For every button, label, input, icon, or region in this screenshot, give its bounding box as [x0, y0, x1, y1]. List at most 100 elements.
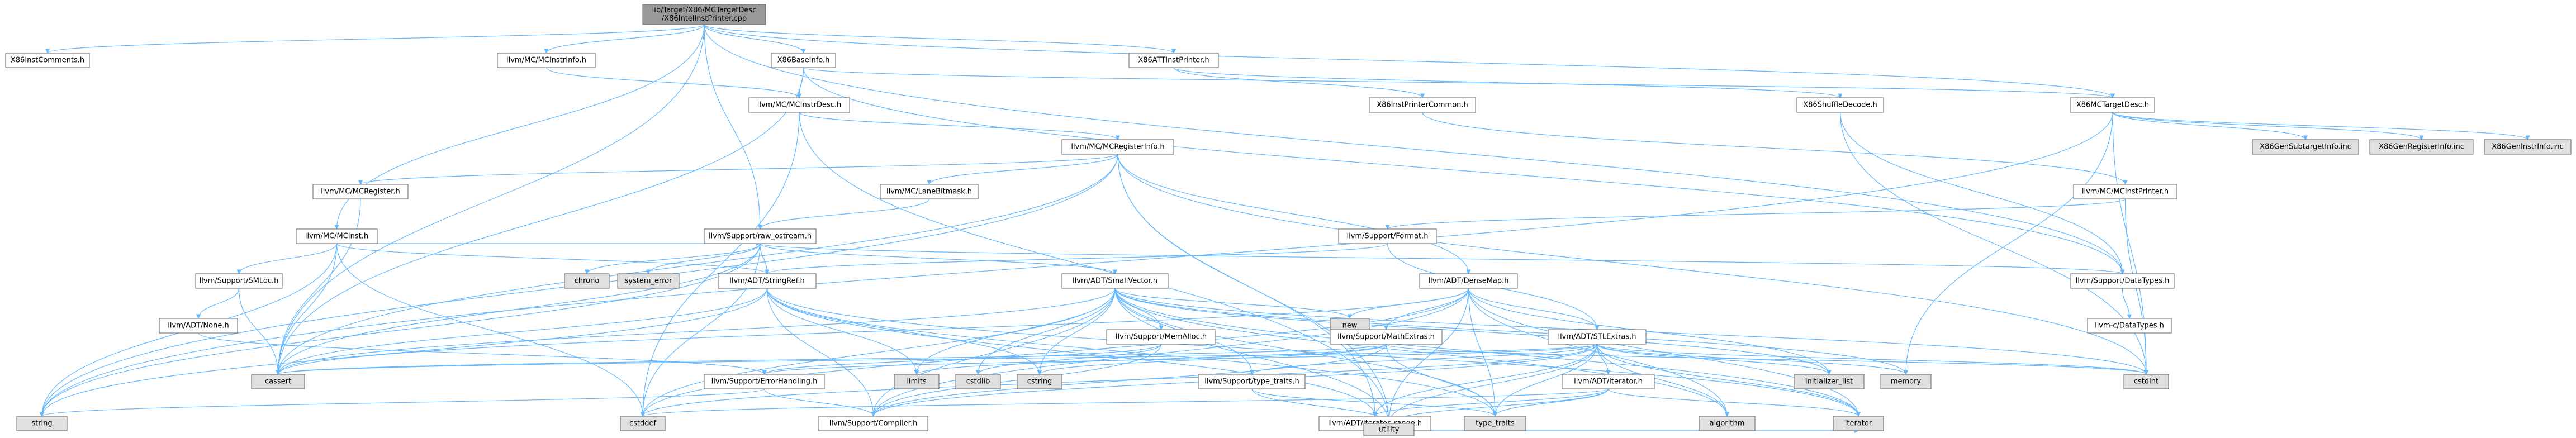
node-label: llvm/ADT/None.h	[168, 322, 229, 330]
node-label: cstdlib	[966, 378, 990, 386]
node-box	[497, 53, 596, 68]
edge-n38-to-n46	[1492, 388, 1609, 417]
node-cstdint[interactable]: cstdint	[2123, 374, 2169, 389]
node-x86shuffledecode-h[interactable]: X86ShuffleDecode.h	[1796, 97, 1884, 113]
node-llvm-mc-mcinstrinfo-h[interactable]: llvm/MC/MCInstrInfo.h	[497, 53, 596, 68]
node-label: llvm/ADT/iterator.h	[1574, 378, 1643, 386]
node-llvm-adt-stlextras-h[interactable]: llvm/ADT/STLExtras.h	[1548, 329, 1647, 345]
node-llvm-mc-mcinstprinter-h[interactable]: llvm/MC/MCInstPrinter.h	[2073, 184, 2177, 199]
node-x86genregisterinfo-inc[interactable]: X86GenRegisterInfo.inc	[2369, 139, 2474, 155]
edge-n27-to-n33	[198, 332, 767, 375]
node-llvm-support-format-h[interactable]: llvm/Support/Format.h	[1338, 228, 1437, 244]
node-label: algorithm	[1710, 420, 1745, 428]
node-llvm-support-memalloc-h[interactable]: llvm/Support/MemAlloc.h	[1106, 329, 1216, 345]
node-llvm-support-errorhandling-h[interactable]: llvm/Support/ErrorHandling.h	[704, 374, 825, 389]
node-system-error[interactable]: system_error	[617, 273, 680, 289]
node-llvm-c-datatypes-h[interactable]: llvm-c/DataTypes.h	[2087, 318, 2172, 334]
node-string[interactable]: string	[16, 416, 68, 431]
edge-n31-to-n37	[1249, 344, 1598, 375]
node-llvm-adt-iterator-h[interactable]: llvm/ADT/iterator.h	[1562, 374, 1655, 389]
node-box	[642, 4, 766, 25]
edge-n07-to-n41	[1839, 112, 2149, 375]
node-initializer-list[interactable]: initializer_list	[1794, 374, 1865, 389]
node-llvm-support-datatypes-h[interactable]: llvm/Support/DataTypes.h	[2070, 273, 2175, 289]
node-box	[2123, 374, 2169, 389]
node-label: llvm/MC/MCInstrInfo.h	[506, 56, 586, 65]
edge-n09-to-n32	[276, 154, 1118, 375]
node-label: X86ShuffleDecode.h	[1803, 101, 1877, 110]
node-llvm-mc-lanebitmask-h[interactable]: llvm/MC/LaneBitmask.h	[880, 184, 979, 199]
node-x86baseinfo-h[interactable]: X86BaseInfo.h	[771, 53, 836, 68]
node-cstdlib[interactable]: cstdlib	[955, 374, 1001, 389]
node-label: llvm-c/DataTypes.h	[2095, 322, 2164, 330]
node-llvm-support-type-traits-h[interactable]: llvm/Support/type_traits.h	[1198, 374, 1306, 389]
edge-n03-to-n08	[803, 67, 2115, 98]
node-llvm-adt-none-h[interactable]: llvm/ADT/None.h	[159, 318, 238, 334]
node-x86instprintercommon-h[interactable]: X86InstPrinterCommon.h	[1369, 97, 1476, 113]
node-x86mctargetdesc-h[interactable]: X86MCTargetDesc.h	[2070, 97, 2155, 113]
node-box	[1061, 273, 1169, 289]
node-x86attinstprinter-h[interactable]: X86ATTInstPrinter.h	[1128, 53, 1219, 68]
node-box	[1699, 416, 1756, 431]
node-label: llvm/Support/type_traits.h	[1204, 378, 1299, 386]
node-llvm-adt-smallvector-h[interactable]: llvm/ADT/SmallVector.h	[1061, 273, 1169, 289]
node-label: cassert	[265, 378, 291, 386]
node-cstddef[interactable]: cstddef	[620, 416, 666, 431]
edge-n22-to-n42	[39, 288, 768, 417]
node-cassert[interactable]: cassert	[251, 374, 305, 389]
edge-n33-to-n42	[40, 388, 765, 417]
edge-n24-to-n47	[1468, 288, 1730, 417]
node-type-traits[interactable]: type_traits	[1464, 416, 1526, 431]
node-limits[interactable]: limits	[894, 374, 940, 389]
node-llvm-adt-densemap-h[interactable]: llvm/ADT/DenseMap.h	[1419, 273, 1518, 289]
edge-n24-to-n31	[1468, 288, 1600, 330]
edge-n23-to-n32	[276, 288, 1116, 375]
node-x86geninstrinfo-inc[interactable]: X86GenInstrInfo.inc	[2484, 139, 2572, 155]
node-lib-target-x86-mctargetdesc-x86intelinstprinter-cpp[interactable]: lib/Target/X86/MCTargetDesc/X86IntelInst…	[642, 4, 766, 25]
edge-n17-to-n19	[236, 243, 338, 274]
node-llvm-support-smloc-h[interactable]: llvm/Support/SMLoc.h	[195, 273, 283, 289]
node-box	[617, 273, 680, 289]
node-llvm-mc-mcregister-h[interactable]: llvm/MC/MCRegister.h	[312, 184, 409, 199]
edge-n18-to-n22	[760, 243, 770, 274]
node-algorithm[interactable]: algorithm	[1699, 416, 1756, 431]
edge-n23-to-n28	[1114, 288, 1353, 319]
node-llvm-support-compiler-h[interactable]: llvm/Support/Compiler.h	[818, 416, 928, 431]
edge-n08-to-n11	[2112, 112, 2308, 140]
edge-n09-to-n49	[1117, 154, 1392, 424]
node-box	[1548, 329, 1647, 345]
node-label: utility	[1379, 426, 1400, 434]
edge-n09-to-n15	[927, 154, 1118, 185]
node-label: llvm/ADT/DenseMap.h	[1428, 277, 1508, 285]
edge-n31-to-n39	[1596, 344, 1832, 375]
node-llvm-mc-mcregisterinfo-h[interactable]: llvm/MC/MCRegisterInfo.h	[1061, 139, 1174, 155]
edge-n05-to-n09	[799, 112, 1121, 140]
node-label: /X86IntelInstPrinter.cpp	[662, 15, 747, 23]
edge-n31-to-n48	[1596, 344, 1861, 417]
node-llvm-mc-mcinst-h[interactable]: llvm/MC/MCInst.h	[296, 228, 378, 244]
node-chrono[interactable]: chrono	[564, 273, 610, 289]
node-x86gensubtargetinfo-inc[interactable]: X86GenSubtargetInfo.inc	[2252, 139, 2359, 155]
edge-n30-to-n34	[914, 344, 1387, 375]
node-box	[1880, 374, 1932, 389]
node-label: X86GenRegisterInfo.inc	[2379, 143, 2464, 151]
node-label: chrono	[575, 277, 600, 285]
node-x86instcomments-h[interactable]: X86InstComments.h	[5, 53, 90, 68]
node-llvm-mc-mcinstrdesc-h[interactable]: llvm/MC/MCInstrDesc.h	[748, 97, 850, 113]
node-llvm-adt-stringref-h[interactable]: llvm/ADT/StringRef.h	[718, 273, 817, 289]
node-box	[1106, 329, 1216, 345]
node-iterator[interactable]: iterator	[1833, 416, 1884, 431]
node-llvm-support-mathextras-h[interactable]: llvm/Support/MathExtras.h	[1330, 329, 1443, 345]
node-box	[5, 53, 90, 68]
node-box	[718, 273, 817, 289]
node-llvm-support-raw-ostream-h[interactable]: llvm/Support/raw_ostream.h	[704, 228, 817, 244]
node-cstring[interactable]: cstring	[1017, 374, 1062, 389]
node-utility[interactable]: utility	[1363, 423, 1415, 436]
node-box	[748, 97, 850, 113]
node-memory[interactable]: memory	[1880, 374, 1932, 389]
edge-n09-to-n41	[1117, 154, 2149, 375]
edge-n10-to-n16	[1385, 198, 2126, 230]
edge-n29-to-n35	[975, 344, 1162, 375]
node-label: llvm/Support/SMLoc.h	[200, 277, 279, 285]
